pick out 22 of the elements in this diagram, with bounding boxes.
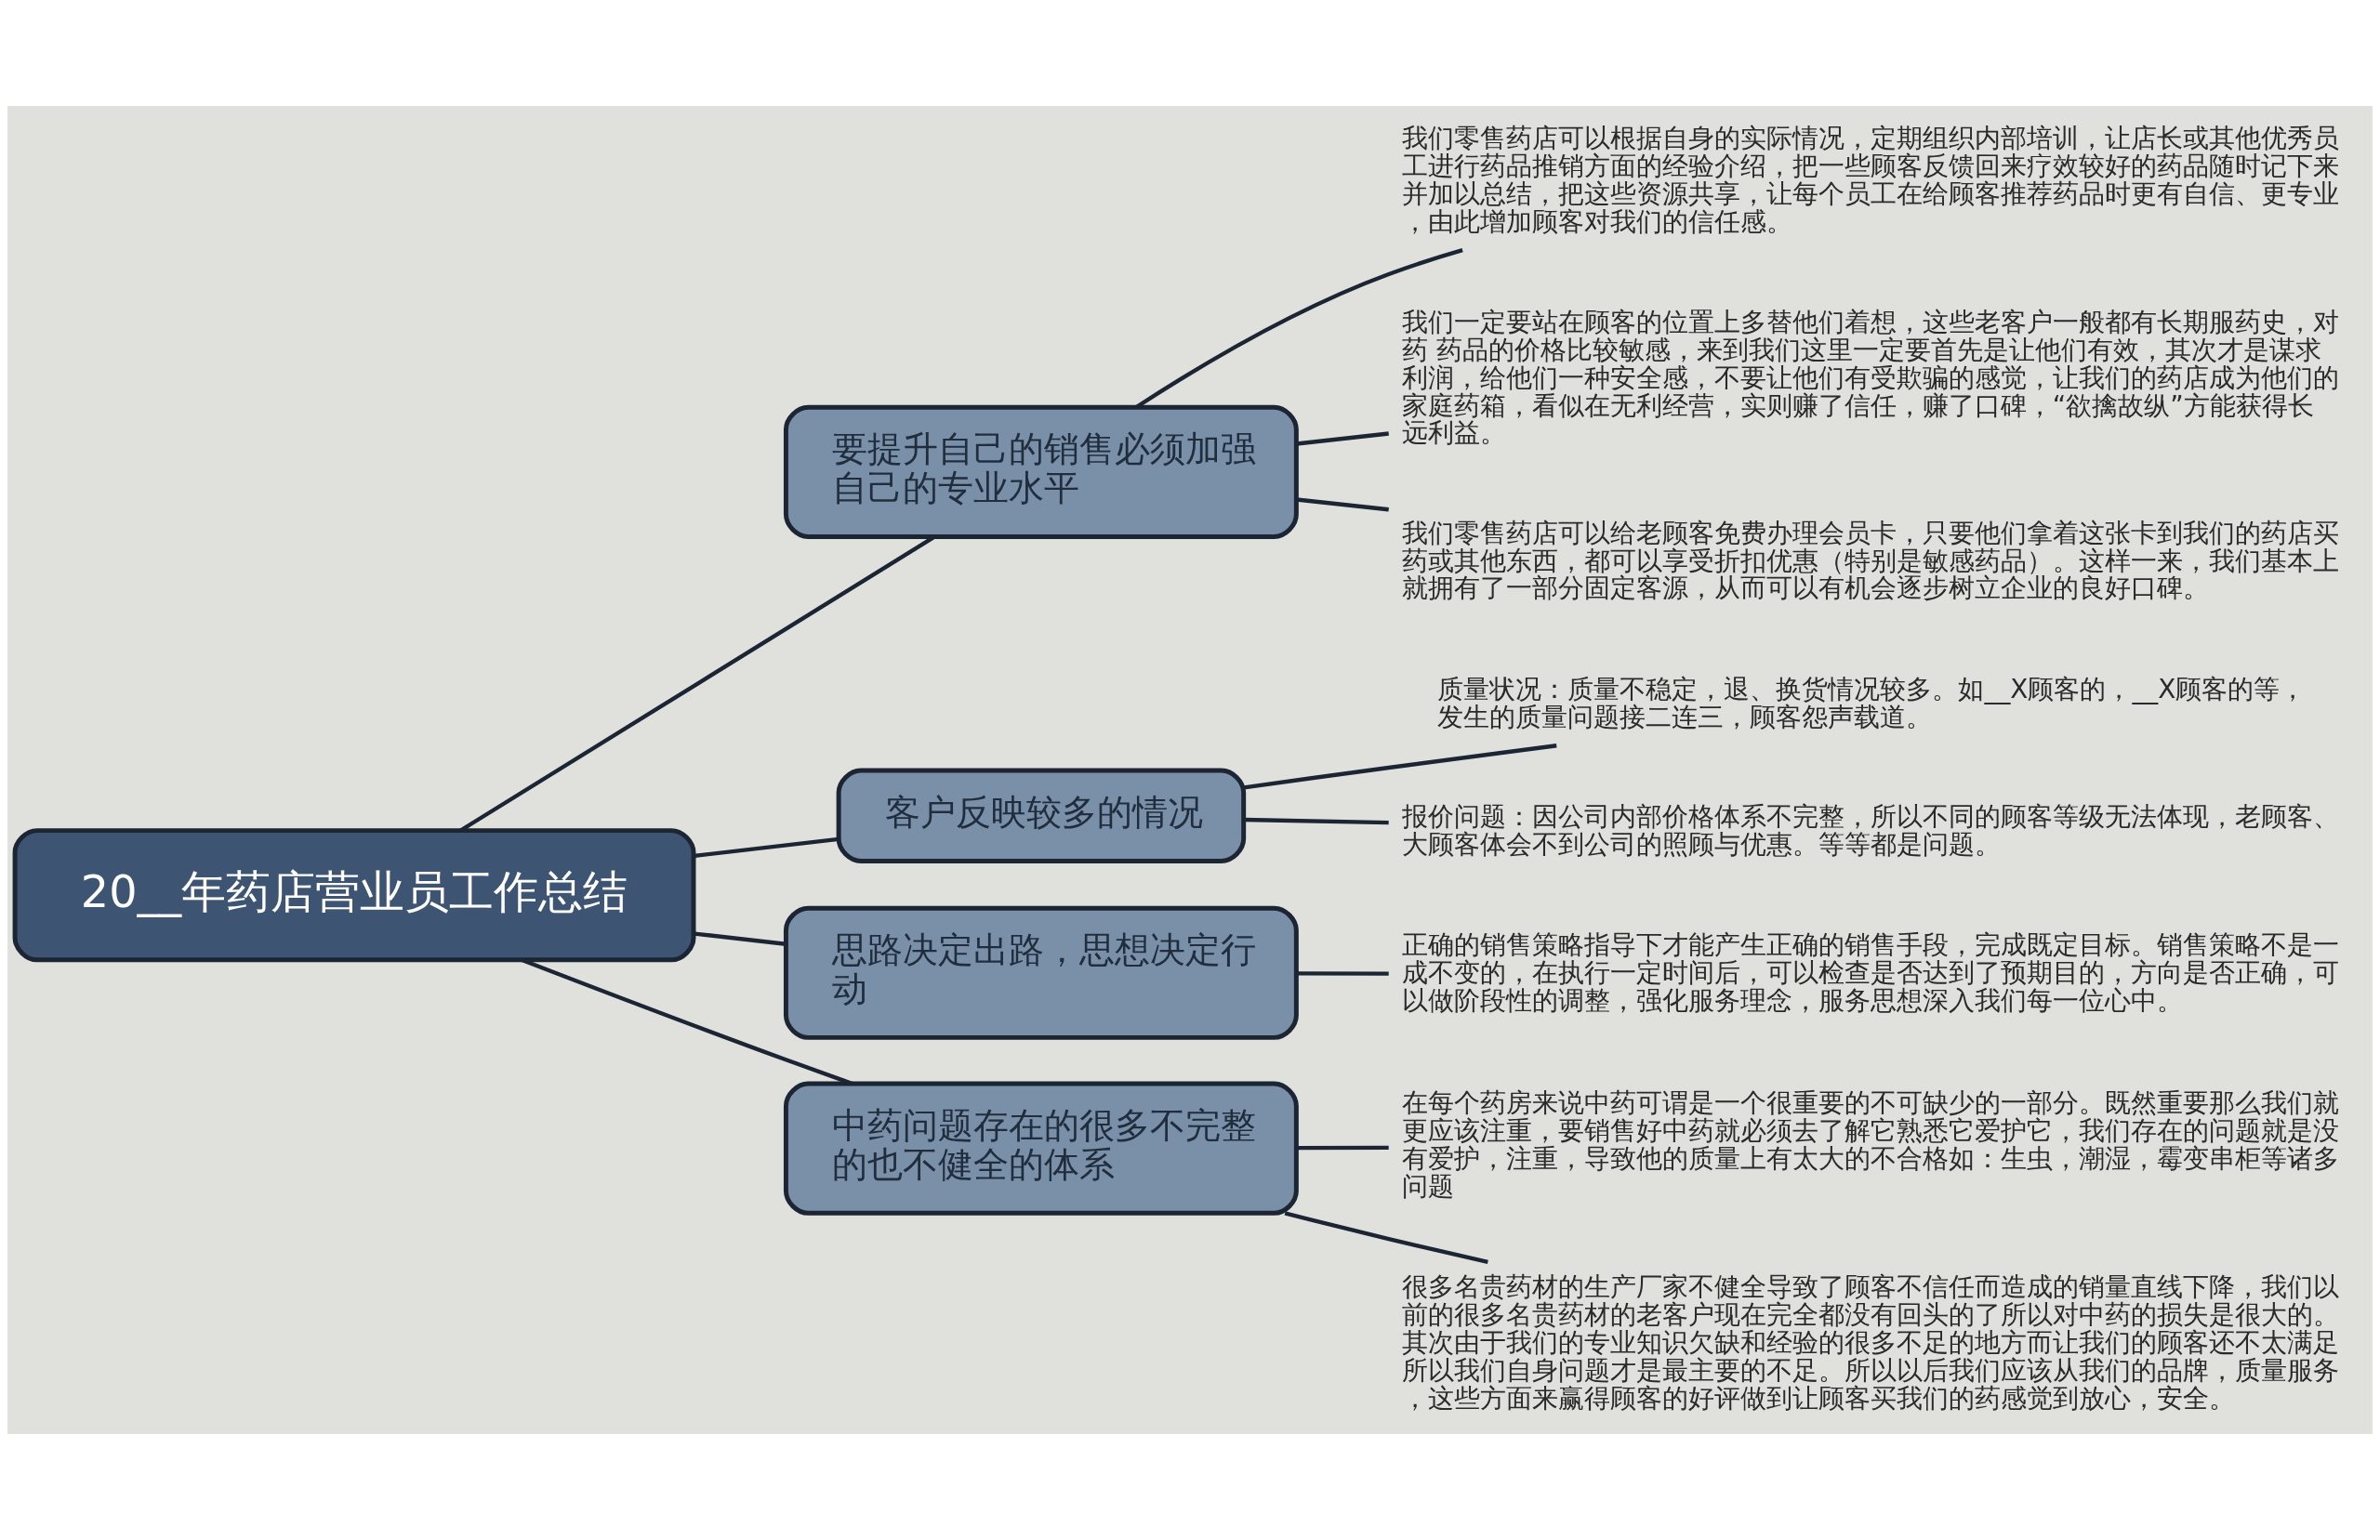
connector: [1296, 971, 1389, 976]
connector: [1296, 497, 1389, 512]
node-text: 我们零售药店可以根据自身的实际情况，定期组织内部培训，让店长或其他优秀员工进行药品推销方面的经验介绍，把一些顾客反馈回来疗效较好的药品随时记下来并加以总结，把这些资源共享，让每个员工在给顾客推荐药品时更有自信、更专业，由此增加顾客对我们的信任感。: [1401, 123, 2339, 237]
connector: [1243, 817, 1389, 825]
node-text: 很多名贵药材的生产厂家不健全导致了顾客不信任而造成的销量直线下降，我们以前的很多名贵药材的老客户现在完全都没有回头的了所以对中药的损失是很大的。其次由于我们的专业知识欠缺和经验的很多不足的地方而让我们的顾客还不太满足所以我们自身问题才是最主要的不足。所以以后我们应该从我们的品牌，质量服务，这些方面来赢得顾客的好评做到让顾客买我们的药感觉到放心，安全。: [1401, 1271, 2339, 1414]
node-text: 在每个药房来说中药可谓是一个很重要的不可缺少的一部分。既然重要那么我们就更应该注重，要销售好中药就必须去了解它熟悉它爱护它，我们存在的问题就是没有爱护，注重，导致他的质量上有太大的不合格如：生虫，潮湿，霉变串柜等诸多问题: [1401, 1087, 2339, 1202]
connector: [693, 836, 840, 859]
connector: [1296, 1145, 1389, 1151]
node-box: 客户反映较多的情况: [836, 768, 1247, 863]
node-text: 质量状况：质量不稳定，退、换货情况较多。如__X顾客的，__X顾客的等，发生的质量问题接二连三，顾客怨声载道。: [1437, 673, 2307, 732]
connector: [1243, 744, 1557, 790]
node-text: 报价问题：因公司内部价格体系不完整，所以不同的顾客等级无法体现，老顾客、大顾客体会不到公司的照顾与优惠。等等都是问题。: [1401, 801, 2339, 860]
node-text: 正确的销售策略指导下才能产生正确的销售手段，完成既定目标。销售策略不是一成不变的，在执行一定时间后，可以检查是否达到了预期目的，方向是否正确，可以做阶段性的调整，强化服务理念，服务思想深入我们每一位心中。: [1401, 929, 2339, 1016]
node-box: 20__年药店营业员工作总结: [12, 828, 696, 963]
node-box: 要提升自己的销售必须加强自己的专业水平: [783, 404, 1299, 539]
connector: [1284, 1211, 1488, 1265]
node-text: 我们一定要站在顾客的位置上多替他们着想，这些老客户一般都有长期服药史，对药 药品的价格比较敏感，来到我们这里一定要首先是让他们有效，其次才是谋求利润，给他们一种安全感，不要让他们有受欺骗的感觉，让我们的药店成为他们的家庭药箱，看似在无利经营，实则赚了信任，赚了口碑，“欲擒故纵”方能获得长远利益。: [1401, 307, 2339, 449]
node-box: 思路决定出路，思想决定行动: [783, 905, 1299, 1040]
node-text: 我们零售药店可以给老顾客免费办理会员卡，只要他们拿着这张卡到我们的药店买药或其他东西，都可以享受折扣优惠（特别是敏感药品）。这样一来，我们基本上就拥有了一部分固定客源，从而可以有机会逐步树立企业的良好口碑。: [1401, 517, 2339, 604]
connector: [1296, 431, 1389, 446]
connector: [693, 931, 787, 946]
node-box: 中药问题存在的很多不完整的也不健全的体系: [783, 1081, 1299, 1216]
